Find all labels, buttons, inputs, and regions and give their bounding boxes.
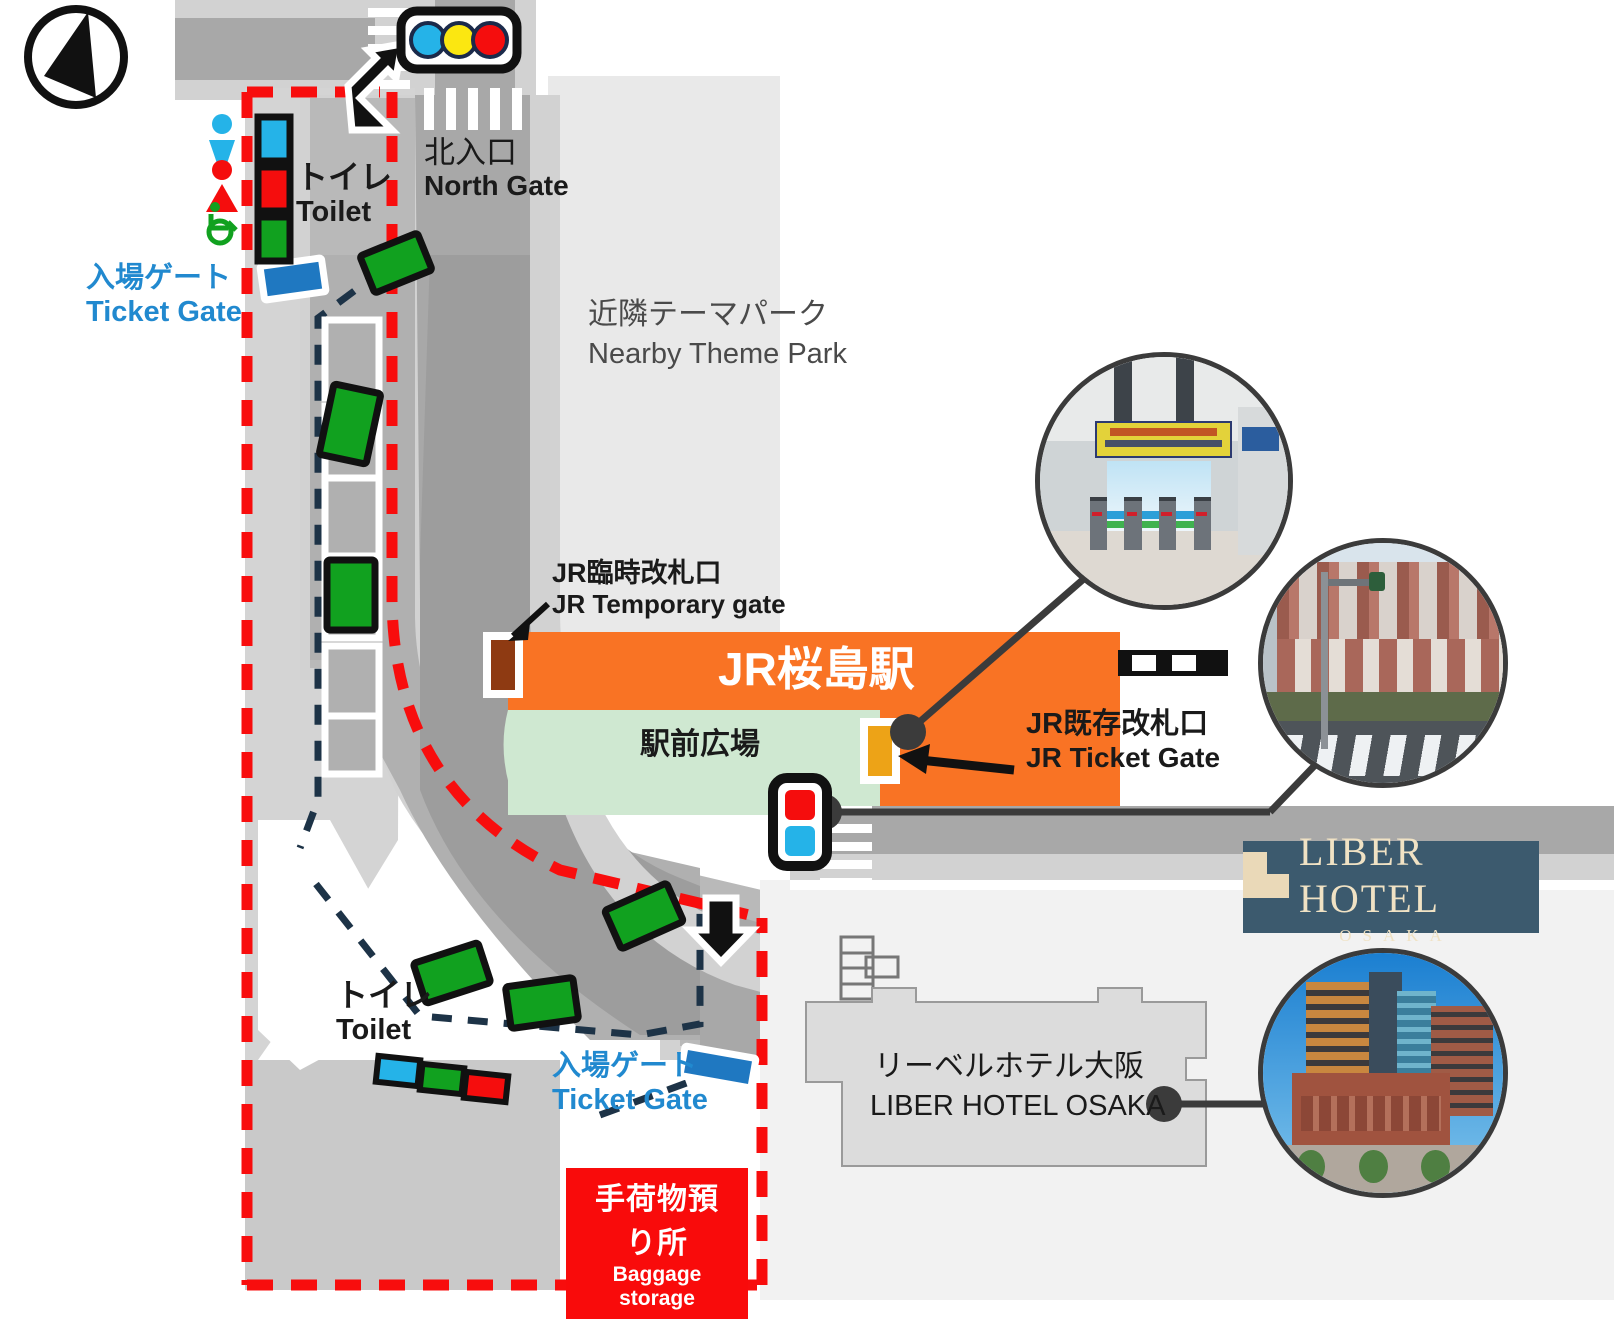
- entry-gate-green-5: [410, 939, 494, 1007]
- theme-park-label-jp: 近隣テーマパーク: [588, 298, 828, 331]
- compass-north-icon: [24, 5, 128, 109]
- photo-anchor-dot-ticket-gate: [890, 714, 926, 750]
- liber-hotel-logo-mark-icon: [1243, 852, 1289, 898]
- plaza-lower-left: [245, 1060, 560, 1290]
- station-plaza-label: 駅前広場: [640, 728, 760, 761]
- north-gate-label-en: North Gate: [424, 170, 569, 201]
- toilet-label-north-jp: トイレ: [296, 159, 393, 195]
- crosswalk-street-photo: [1258, 538, 1508, 788]
- station-plaza-edge: [503, 710, 520, 815]
- hotel-label-jp: リーベルホテル大阪: [874, 1050, 1144, 1083]
- liber-hotel-logo-sub: OSAKA: [1339, 926, 1453, 945]
- pedestrian-traffic-light-icon: [768, 773, 832, 871]
- jr-ticket-gate-label-en: JR Ticket Gate: [1026, 742, 1221, 773]
- ticket-gate-label-north-en: Ticket Gate: [86, 296, 242, 328]
- toilet-label-south-jp: トイレ: [336, 977, 433, 1013]
- road-band-upper-dark: [175, 18, 375, 80]
- jr-temporary-gate-label-en: JR Temporary gate: [552, 589, 786, 619]
- jr-ticket-gate-pointer-arrow: [898, 744, 1015, 775]
- queue-route-navy: [296, 245, 704, 1119]
- stairs-icon-small: [864, 955, 900, 979]
- baggage-storage-badge: 手荷物預り所 Baggage storage: [566, 1168, 748, 1319]
- crosswalk-north-horizontal: [424, 88, 522, 130]
- photo-artwork-gate: [1040, 357, 1288, 605]
- queue-corridor: [310, 255, 700, 1040]
- photo-anchor-dot-hotel: [1146, 1086, 1182, 1122]
- toilet-block-north: [254, 113, 294, 265]
- jr-temporary-gate-marker: [483, 632, 523, 698]
- hotel-building-footprint: [805, 987, 1207, 1167]
- red-route-boundary: [241, 86, 768, 1291]
- photo-artwork-crosswalk: [1263, 543, 1503, 783]
- theme-park-label-en: Nearby Theme Park: [588, 338, 847, 370]
- ticket-gate-label-south-en: Ticket Gate: [552, 1084, 708, 1116]
- railway-track-icon: [1118, 650, 1228, 676]
- crosswalk-southwest: [262, 845, 357, 944]
- jr-ticket-gate-label-jp: JR既存改札口: [1026, 708, 1209, 740]
- toilet-block-south: [372, 1052, 512, 1106]
- entry-direction-arrow-north: [344, 39, 407, 134]
- stairs-icon: [839, 935, 875, 1001]
- road-curve-inner: [420, 255, 700, 1035]
- male-toilet-icon: [209, 114, 235, 178]
- north-gate-label-jp: 北入口: [424, 135, 517, 170]
- vehicle-traffic-light-icon: [396, 6, 522, 74]
- baggage-storage-label-jp: 手荷物預り所: [595, 1183, 719, 1260]
- jr-station-name: JR桜島駅: [718, 643, 915, 695]
- entry-gate-green-3: [323, 556, 379, 634]
- ticket-gate-bar-blue-south: [676, 1042, 760, 1092]
- jr-ticket-gate-interior-photo: [1035, 352, 1293, 610]
- sidewalk-curve-outer: [530, 95, 790, 1000]
- hotel-label-en: LIBER HOTEL OSAKA: [870, 1090, 1166, 1122]
- toilet-label-south-en: Toilet: [336, 1014, 412, 1046]
- liber-hotel-logo-banner: LIBER HOTEL OSAKA: [1243, 829, 1539, 945]
- entry-gate-green-1: [357, 230, 435, 296]
- entry-gate-green-6: [502, 974, 582, 1032]
- jr-ticket-gate-marker: [860, 718, 900, 784]
- theme-park-building: [548, 76, 780, 636]
- jr-temporary-gate-pointer-arrow: [508, 601, 551, 641]
- ticket-gate-label-south-jp: 入場ゲート: [552, 1050, 698, 1082]
- entry-gate-green-2: [316, 380, 384, 468]
- liber-hotel-exterior-photo: [1258, 948, 1508, 1198]
- entry-gate-green-4: [601, 880, 687, 952]
- wheelchair-accessible-icon: [206, 202, 238, 246]
- entry-direction-arrow-south: [681, 894, 761, 968]
- photo-artwork-hotel: [1263, 953, 1503, 1193]
- liber-hotel-logo-name: LIBER HOTEL: [1299, 829, 1441, 921]
- ticket-gate-label-north-jp: 入場ゲート: [86, 262, 232, 294]
- baggage-storage-label-en: Baggage storage: [612, 1263, 702, 1310]
- road-east-edge: [790, 880, 1614, 890]
- toilet-label-north-en: Toilet: [296, 196, 372, 228]
- jr-temporary-gate-label-jp: JR臨時改札口: [552, 558, 722, 588]
